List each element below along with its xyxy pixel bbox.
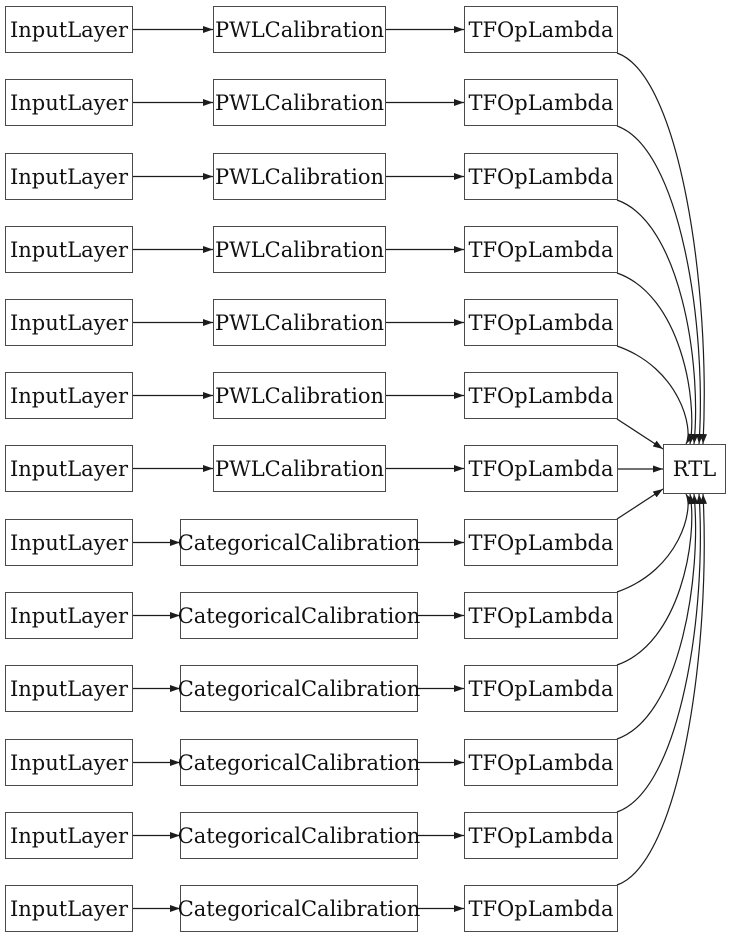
node-pwl-calibration: PWLCalibration <box>213 372 386 419</box>
node-categorical-calibration: CategoricalCalibration <box>178 739 420 786</box>
node-pwl-calibration: PWLCalibration <box>213 6 386 53</box>
node-tf-op-lambda: TFOpLambda <box>464 226 618 273</box>
node-pwl-calibration: PWLCalibration <box>213 153 386 200</box>
edge-lambda-rtl-9 <box>616 493 696 666</box>
node-categorical-calibration: CategoricalCalibration <box>178 592 420 639</box>
node-tf-op-lambda: TFOpLambda <box>464 299 618 346</box>
node-tf-op-lambda: TFOpLambda <box>464 519 618 566</box>
edge-lambda-rtl-2 <box>616 199 699 445</box>
node-tf-op-lambda: TFOpLambda <box>464 592 618 639</box>
edge-lambda-rtl-8 <box>616 493 694 593</box>
edge-lambda-rtl-0 <box>616 52 708 445</box>
node-input-layer: InputLayer <box>5 445 133 492</box>
node-rtl: RTL <box>663 444 726 494</box>
node-tf-op-lambda: TFOpLambda <box>464 885 618 932</box>
node-input-layer: InputLayer <box>5 79 133 126</box>
node-input-layer: InputLayer <box>5 153 133 200</box>
node-tf-op-lambda: TFOpLambda <box>464 79 618 126</box>
edge-lambda-rtl-3 <box>616 272 696 445</box>
node-input-layer: InputLayer <box>5 226 133 273</box>
node-pwl-calibration: PWLCalibration <box>213 226 386 273</box>
edge-lambda-rtl-4 <box>616 345 694 445</box>
edge-lambda-rtl-5 <box>616 418 664 450</box>
node-input-layer: InputLayer <box>5 519 133 566</box>
node-categorical-calibration: CategoricalCalibration <box>178 519 420 566</box>
edge-lambda-rtl-11 <box>616 493 704 813</box>
node-categorical-calibration: CategoricalCalibration <box>178 665 420 712</box>
node-input-layer: InputLayer <box>5 665 133 712</box>
node-pwl-calibration: PWLCalibration <box>213 79 386 126</box>
node-tf-op-lambda: TFOpLambda <box>464 665 618 712</box>
node-input-layer: InputLayer <box>5 739 133 786</box>
edge-lambda-rtl-7 <box>616 488 664 520</box>
node-pwl-calibration: PWLCalibration <box>213 299 386 346</box>
node-input-layer: InputLayer <box>5 592 133 639</box>
node-input-layer: InputLayer <box>5 885 133 932</box>
node-input-layer: InputLayer <box>5 372 133 419</box>
node-tf-op-lambda: TFOpLambda <box>464 739 618 786</box>
edge-lambda-rtl-1 <box>616 125 704 445</box>
node-tf-op-lambda: TFOpLambda <box>464 445 618 492</box>
node-categorical-calibration: CategoricalCalibration <box>178 885 420 932</box>
node-tf-op-lambda: TFOpLambda <box>464 6 618 53</box>
node-tf-op-lambda: TFOpLambda <box>464 153 618 200</box>
edge-lambda-rtl-12 <box>616 493 708 886</box>
node-tf-op-lambda: TFOpLambda <box>464 812 618 859</box>
node-categorical-calibration: CategoricalCalibration <box>178 812 420 859</box>
node-input-layer: InputLayer <box>5 299 133 346</box>
node-tf-op-lambda: TFOpLambda <box>464 372 618 419</box>
node-pwl-calibration: PWLCalibration <box>213 445 386 492</box>
node-input-layer: InputLayer <box>5 6 133 53</box>
edge-lambda-rtl-10 <box>616 493 699 740</box>
node-input-layer: InputLayer <box>5 812 133 859</box>
